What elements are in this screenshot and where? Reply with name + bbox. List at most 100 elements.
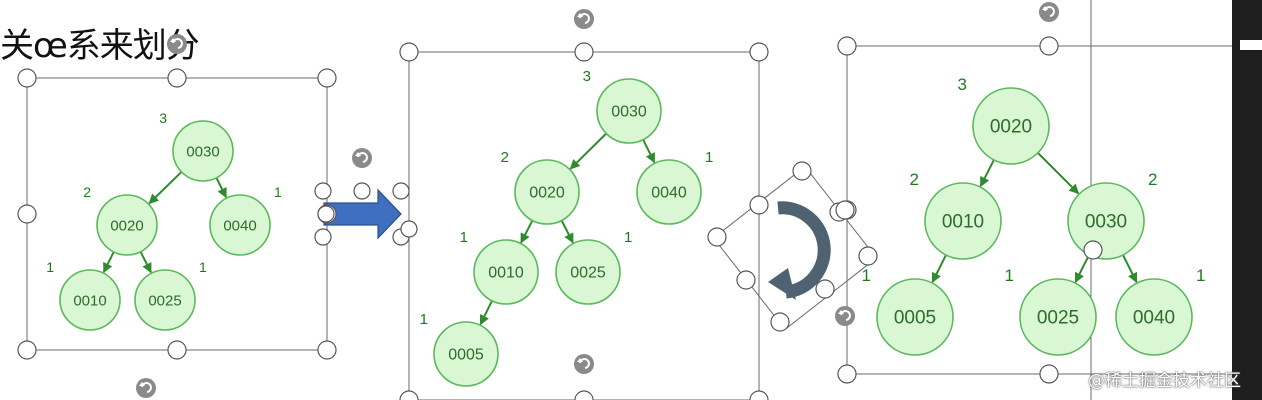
rotate-handle-icon[interactable] bbox=[167, 34, 187, 54]
tree-edge bbox=[215, 177, 228, 199]
rotate-handle-icon[interactable] bbox=[835, 306, 855, 326]
resize-handle[interactable] bbox=[317, 340, 337, 360]
window-edge-bar bbox=[1232, 0, 1262, 400]
tree-node: 0005 bbox=[876, 278, 954, 356]
rotate-handle-icon[interactable] bbox=[136, 378, 156, 398]
tree-node: 0020 bbox=[96, 194, 158, 256]
node-key: 0020 bbox=[990, 117, 1032, 138]
rotate-arrow-icon[interactable] bbox=[712, 165, 878, 331]
resize-handle[interactable] bbox=[314, 182, 332, 200]
resize-handle[interactable] bbox=[1039, 36, 1059, 56]
node-height-label: 1 bbox=[705, 149, 713, 166]
watermark: @稀土掘金技术社区 bbox=[1088, 371, 1241, 391]
resize-handle[interactable] bbox=[736, 270, 756, 290]
tree-edge bbox=[139, 251, 152, 274]
tree-edge bbox=[931, 254, 947, 284]
resize-handle[interactable] bbox=[17, 204, 37, 224]
tree-node: 0030 bbox=[1067, 182, 1145, 260]
tree-edge bbox=[1074, 254, 1090, 284]
node-key: 0030 bbox=[1085, 212, 1127, 233]
node-key: 0010 bbox=[73, 293, 106, 310]
resize-handle[interactable] bbox=[392, 182, 410, 200]
resize-handle[interactable] bbox=[770, 312, 790, 332]
resize-handle[interactable] bbox=[749, 390, 769, 400]
tree-edge bbox=[102, 251, 115, 274]
tree-node: 0020 bbox=[972, 87, 1050, 165]
node-height-label: 1 bbox=[1196, 266, 1205, 285]
resize-handle[interactable] bbox=[317, 205, 335, 223]
tree-node: 0025 bbox=[1019, 278, 1097, 356]
tree-edge bbox=[642, 139, 656, 164]
resize-handle[interactable] bbox=[17, 68, 37, 88]
node-key: 0025 bbox=[570, 265, 606, 282]
tree-node: 0040 bbox=[209, 194, 271, 256]
resize-handle[interactable] bbox=[399, 390, 419, 400]
tree-node: 0010 bbox=[59, 269, 121, 331]
node-height-label: 1 bbox=[274, 184, 282, 200]
tree-edge bbox=[979, 159, 995, 188]
node-height-label: 1 bbox=[420, 311, 428, 328]
node-key: 0005 bbox=[448, 347, 484, 364]
resize-handle[interactable] bbox=[835, 200, 855, 220]
resize-handle[interactable] bbox=[317, 68, 337, 88]
node-key: 0025 bbox=[148, 293, 181, 310]
node-key: 0005 bbox=[894, 308, 936, 329]
rotate-handle-icon[interactable] bbox=[574, 354, 594, 374]
node-height-label: 3 bbox=[958, 75, 967, 94]
resize-handle[interactable] bbox=[167, 68, 187, 88]
resize-handle[interactable] bbox=[314, 228, 332, 246]
node-height-label: 2 bbox=[910, 170, 919, 189]
resize-handle[interactable] bbox=[167, 340, 187, 360]
tree-node: 0025 bbox=[555, 239, 621, 305]
node-height-label: 3 bbox=[159, 110, 167, 126]
node-key: 0040 bbox=[1133, 308, 1175, 329]
node-key: 0040 bbox=[223, 218, 256, 235]
resize-handle[interactable] bbox=[837, 36, 857, 56]
rotate-handle-icon[interactable] bbox=[352, 148, 372, 168]
rotate-handle-icons[interactable] bbox=[136, 2, 1059, 398]
resize-handle[interactable] bbox=[399, 42, 419, 62]
heading-title: 关œ系来划分 bbox=[0, 26, 200, 66]
node-height-label: 1 bbox=[199, 259, 207, 275]
resize-handle[interactable] bbox=[574, 390, 594, 400]
node-key: 0030 bbox=[611, 104, 647, 121]
tree-node: 0010 bbox=[473, 239, 539, 305]
node-height-label: 1 bbox=[624, 229, 632, 246]
avl-tree-before-insert: 0030 3 0020 2 0040 1 0010 1 0025 1 bbox=[46, 110, 282, 331]
rotate-handle-icon[interactable] bbox=[574, 9, 594, 29]
resize-handle[interactable] bbox=[749, 42, 769, 62]
tree-edge bbox=[560, 220, 574, 244]
tree-node: 0025 bbox=[134, 269, 196, 331]
resize-handle[interactable] bbox=[815, 279, 835, 299]
tree-edge bbox=[520, 220, 534, 244]
resize-handle[interactable] bbox=[858, 246, 878, 266]
resize-handle[interactable] bbox=[574, 42, 594, 62]
tree-edge bbox=[479, 300, 493, 326]
resize-handle[interactable] bbox=[837, 364, 857, 384]
node-height-label: 2 bbox=[501, 149, 509, 166]
rotate-handle-icon[interactable] bbox=[1039, 2, 1059, 22]
tree-edge bbox=[569, 132, 607, 170]
resize-handle[interactable] bbox=[1083, 240, 1103, 260]
node-height-label: 2 bbox=[83, 184, 91, 200]
node-key: 0010 bbox=[942, 212, 984, 233]
resize-handle[interactable] bbox=[1039, 364, 1059, 384]
tree-node: 0030 bbox=[596, 78, 662, 144]
tree-node: 0030 bbox=[172, 120, 234, 182]
node-key: 0020 bbox=[110, 218, 143, 235]
node-key: 0030 bbox=[186, 144, 219, 161]
node-height-label: 1 bbox=[460, 229, 468, 246]
resize-handle[interactable] bbox=[792, 161, 812, 181]
node-key: 0010 bbox=[488, 265, 524, 282]
node-key: 0040 bbox=[651, 185, 687, 202]
tree-node: 0010 bbox=[924, 182, 1002, 260]
resize-handle[interactable] bbox=[353, 182, 371, 200]
resize-handle[interactable] bbox=[17, 340, 37, 360]
resize-handle[interactable] bbox=[707, 227, 727, 247]
resize-handle[interactable] bbox=[400, 220, 418, 238]
right-arrow-icon[interactable] bbox=[323, 188, 402, 240]
resize-handle[interactable] bbox=[749, 195, 769, 215]
node-height-label: 1 bbox=[46, 259, 54, 275]
